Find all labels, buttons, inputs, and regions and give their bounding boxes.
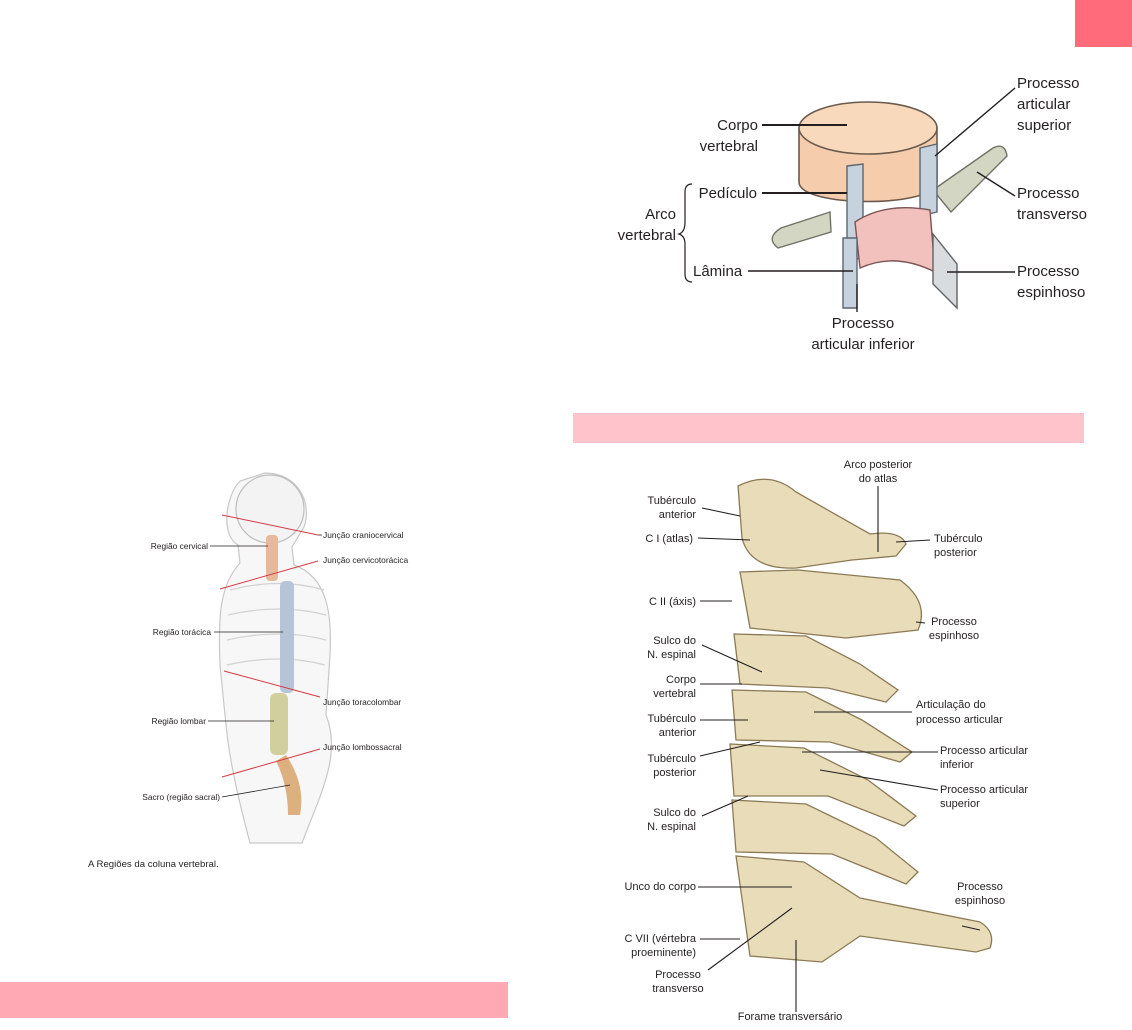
label-pediculo: Pedículo: [699, 185, 757, 202]
label-c7-2: proeminente): [631, 947, 696, 959]
region-sacro-label: Sacro (região sacral): [142, 792, 220, 802]
label-proc-art-inferior-1: Processo articular: [940, 745, 1028, 757]
label-processo-espinhoso-1: Processo: [931, 616, 977, 628]
label-tuberculo-posterior-b-1: Tubérculo: [647, 753, 696, 765]
label-proc-art-inf-1: Processo: [832, 315, 895, 332]
cervical-spine-figure: Arco posterior do atlas Tubérculo anteri…: [624, 459, 1028, 1023]
label-tuberculo-posterior-1: Tubérculo: [934, 533, 983, 545]
label-sulco-nervo-b-1: Sulco do: [653, 807, 696, 819]
label-proc-art-sup-3: superior: [1017, 117, 1071, 134]
label-articulacao-1: Articulação do: [916, 699, 986, 711]
label-arco-vertebral-2: vertebral: [618, 227, 676, 244]
label-tuberculo-anterior-b-2: anterior: [659, 727, 697, 739]
label-proc-transverso-2: transverso: [1017, 206, 1087, 223]
label-corpo-vertebral-1: Corpo: [666, 674, 696, 686]
label-sulco-nervo-2: N. espinal: [647, 649, 696, 661]
label-processo-transverso-2: transverso: [652, 983, 703, 995]
body-outline: [218, 472, 333, 844]
label-arco-vertebral-1: Arco: [645, 206, 676, 223]
label-processo-espinhoso-b-2: espinhoso: [955, 895, 1005, 907]
region-lombar-label: Região lombar: [152, 716, 207, 726]
label-tuberculo-anterior-2: anterior: [659, 509, 697, 521]
schematic-drawing: [677, 87, 1016, 312]
label-c2-axis: C II (áxis): [649, 596, 696, 608]
label-proc-art-sup-1: Processo: [1017, 75, 1080, 92]
label-tuberculo-anterior-b-1: Tubérculo: [647, 713, 696, 725]
label-unco-do-corpo: Unco do corpo: [624, 881, 696, 893]
label-c7-1: C VII (vértebra: [624, 933, 696, 945]
spine-regions-figure: Região cervical Região torácica Região l…: [88, 472, 409, 870]
spine-figure-caption: A Regiões da coluna vertebral.: [88, 859, 219, 870]
label-forame-transversario: Forame transversário: [738, 1011, 843, 1023]
junction-lombossacral-label: Junção lombossacral: [323, 742, 402, 752]
section-header-bar-right: [573, 413, 1084, 443]
label-tuberculo-posterior-b-2: posterior: [653, 767, 696, 779]
label-processo-espinhoso-b-1: Processo: [957, 881, 1003, 893]
spine-column: [266, 535, 302, 815]
vertebra-schematic-figure: Corpo vertebral Pedículo Arco vertebral …: [618, 75, 1087, 353]
label-sulco-nervo-b-2: N. espinal: [647, 821, 696, 833]
label-proc-art-sup-2: articular: [1017, 96, 1070, 113]
region-cervical-label: Região cervical: [151, 541, 208, 551]
junction-craniocervical-label: Junção craniocervical: [323, 530, 404, 540]
junction-lines: [219, 514, 321, 778]
cervical-bones: [729, 478, 993, 963]
label-proc-art-superior-1: Processo articular: [940, 784, 1028, 796]
junction-cervicotoracica-label: Junção cervicotorácica: [323, 555, 409, 565]
label-corpo-vertebral-2: vertebral: [700, 138, 758, 155]
corner-tab: [1075, 0, 1132, 47]
leader-lines: [208, 534, 322, 798]
label-proc-art-inf-2: articular inferior: [811, 336, 914, 353]
label-tuberculo-posterior-2: posterior: [934, 547, 977, 559]
label-lamina: Lâmina: [693, 263, 743, 280]
label-proc-espinhoso-2: espinhoso: [1017, 284, 1085, 301]
label-tuberculo-anterior-1: Tubérculo: [647, 495, 696, 507]
label-proc-transverso-1: Processo: [1017, 185, 1080, 202]
label-c1-atlas: C I (atlas): [645, 533, 693, 545]
label-articulacao-2: processo articular: [916, 714, 1003, 726]
label-sulco-nervo-1: Sulco do: [653, 635, 696, 647]
label-corpo-vertebral-1: Corpo: [717, 117, 758, 134]
label-processo-transverso-1: Processo: [655, 969, 701, 981]
label-arco-posterior-2: do atlas: [859, 473, 898, 485]
cervical-leader-lines: [697, 486, 981, 1012]
label-arco-posterior-1: Arco posterior: [844, 459, 913, 471]
label-proc-art-inferior-2: inferior: [940, 759, 974, 771]
section-header-bar-left: [0, 982, 508, 1018]
label-proc-espinhoso-1: Processo: [1017, 263, 1080, 280]
label-proc-art-superior-2: superior: [940, 798, 980, 810]
junction-toracolombar-label: Junção toracolombar: [323, 697, 401, 707]
region-toracica-label: Região torácica: [153, 627, 212, 637]
label-processo-espinhoso-2: espinhoso: [929, 630, 979, 642]
label-corpo-vertebral-2: vertebral: [653, 688, 696, 700]
